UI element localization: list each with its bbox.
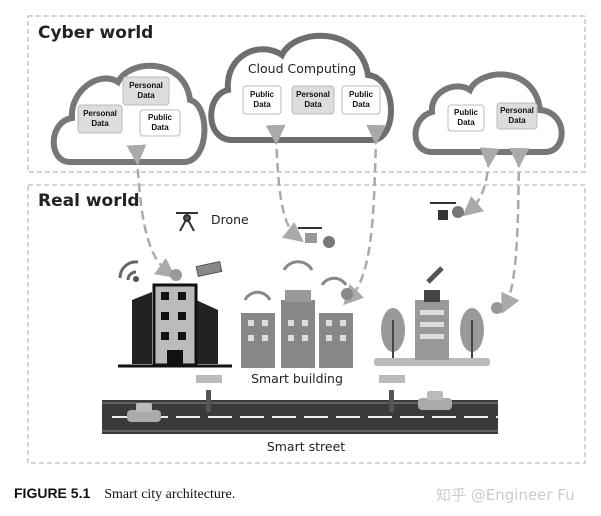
figure-caption: FIGURE 5.1 Smart city architecture.: [14, 485, 235, 503]
real-world-region: [27, 184, 586, 464]
smart-towers-icon: [241, 260, 353, 368]
solar-traffic-light-icon: [196, 375, 222, 412]
smart-building-label: Smart building: [251, 371, 343, 386]
figure-number: FIGURE 5.1: [14, 485, 91, 501]
data-flow-arrows: [126, 124, 530, 315]
drone-icon: [176, 212, 198, 232]
real-world-title: Real world: [38, 191, 140, 211]
park-building-icon: [374, 266, 490, 366]
security-camera-icon: [195, 261, 223, 277]
camera-drone-icon: [430, 202, 464, 220]
drone-label: Drone: [211, 212, 249, 227]
watermark: 知乎 @Engineer Fu: [436, 486, 575, 504]
cyber-world-title: Cyber world: [38, 23, 153, 43]
iot-badge-icon: [170, 269, 182, 281]
iot-badge-icon: [491, 302, 503, 314]
car-icon: [418, 391, 452, 410]
car-icon: [127, 403, 161, 422]
iot-badge-icon: [341, 288, 353, 300]
smart-street-label: Smart street: [267, 439, 345, 454]
cloud-computing-title: Cloud Computing: [248, 61, 356, 76]
cyber-world-region: [27, 15, 586, 173]
delivery-drone-icon: [298, 227, 335, 248]
figure-caption-text: Smart city architecture.: [104, 487, 236, 502]
solar-traffic-light-icon: [379, 375, 405, 412]
wifi-icon: [118, 260, 139, 281]
office-building-icon: [118, 283, 232, 368]
